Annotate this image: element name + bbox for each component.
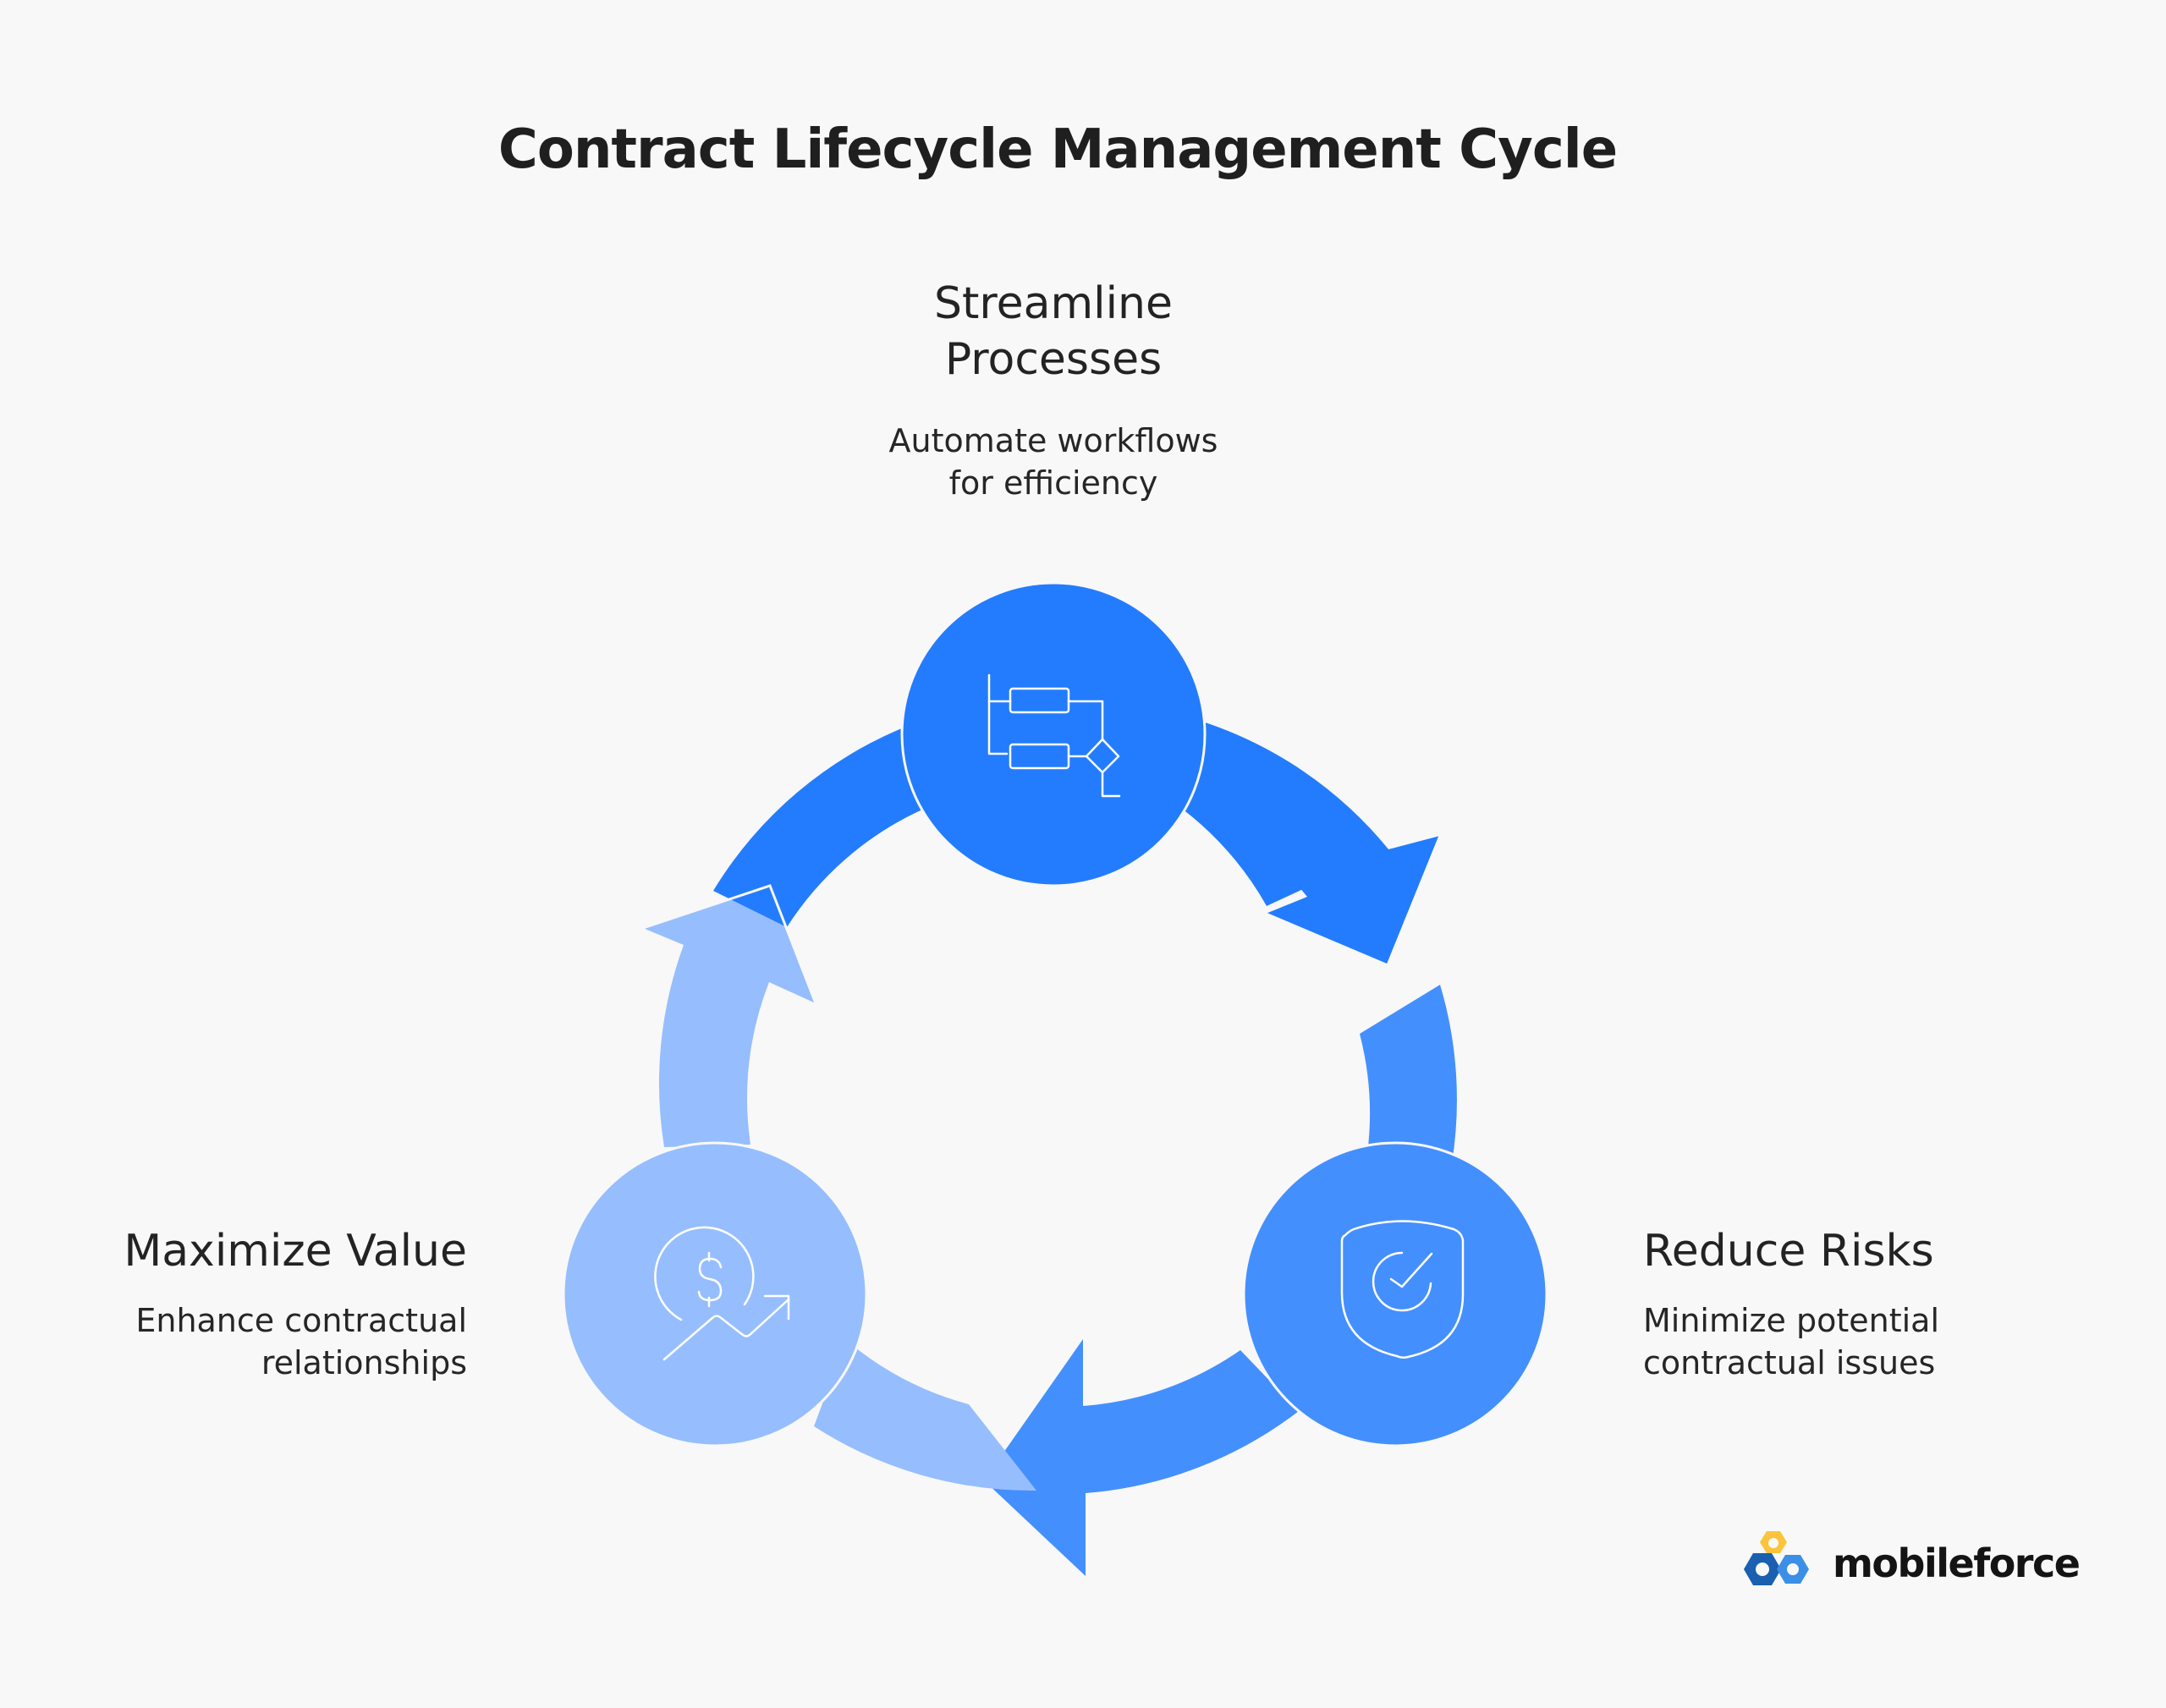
cycle-arc-bottom-left (814, 1340, 1036, 1491)
stage-description-line: Minimize potential (1643, 1302, 1939, 1339)
stage-title: Maximize Value (124, 1226, 467, 1277)
cycle-arc-top-left (713, 726, 922, 927)
cycle-arrowhead-right (1157, 721, 1440, 965)
stage-description-line: Enhance contractual (135, 1302, 467, 1339)
stage-title-line: Processes (944, 334, 1163, 385)
stage-description: Automate workflows for efficiency (846, 420, 1261, 504)
stage-title-line: Streamline (934, 278, 1173, 329)
stage-label-reduce-risks: Reduce Risks Minimize potential contract… (1643, 1223, 2117, 1384)
stage-title: Streamline Processes (846, 276, 1261, 387)
shield-check-icon (1340, 1220, 1465, 1359)
stage-title: Reduce Risks (1643, 1226, 1934, 1277)
page-title: Contract Lifecycle Management Cycle (498, 118, 1618, 181)
stage-label-streamline: Streamline Processes Automate workflows … (846, 276, 1261, 504)
dollar-growth-icon (654, 1226, 790, 1361)
mobileforce-logo-icon (1744, 1531, 1809, 1585)
mobileforce-logo: mobileforce (1743, 1528, 2081, 1599)
stage-label-maximize-value: Maximize Value Enhance contractual relat… (51, 1223, 467, 1384)
workflow-icon (987, 673, 1121, 798)
stage-description: Enhance contractual relationships (51, 1299, 467, 1384)
stage-description-line: for efficiency (948, 464, 1158, 502)
stage-description-line: contractual issues (1643, 1344, 1936, 1381)
cycle-arrow-right-to-left (984, 1339, 1299, 1576)
stage-description-line: relationships (261, 1344, 467, 1381)
cycle-arrowhead-up-edge (642, 884, 817, 1004)
stage-circle-maximize-value[interactable] (562, 1141, 868, 1447)
cycle-arrow-left-to-top (643, 886, 816, 1147)
cycle-arrowhead-right-edge (1265, 835, 1442, 967)
stage-description-line: Automate workflows (888, 422, 1218, 459)
stage-description: Minimize potential contractual issues (1643, 1299, 2117, 1384)
logo-text: mobileforce (1833, 1540, 2081, 1586)
cycle-arc-right-lower (1360, 985, 1457, 1163)
stage-circle-reduce-risks[interactable] (1242, 1141, 1548, 1447)
stage-circle-streamline[interactable] (900, 581, 1207, 887)
